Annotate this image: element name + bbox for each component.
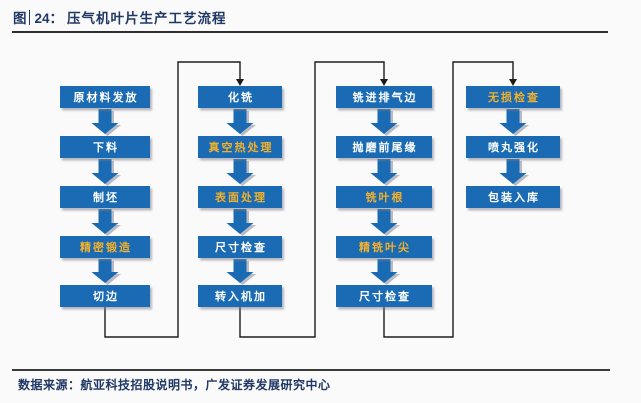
flow-step: 精铣叶尖 — [336, 236, 432, 258]
flow-step: 尺寸检查 — [198, 236, 282, 258]
down-arrow-icon — [499, 109, 527, 134]
down-arrow-icon — [91, 159, 119, 184]
flow-step: 包装入库 — [466, 186, 560, 208]
arrow-shadow — [94, 111, 121, 136]
down-arrow-icon — [226, 159, 254, 184]
flow-step: 下料 — [60, 136, 150, 158]
down-arrow-icon — [91, 109, 119, 134]
down-arrow-icon — [226, 209, 254, 234]
down-arrow-icon — [370, 109, 398, 134]
arrow-shadow — [229, 211, 256, 236]
flow-step: 铣进排气边 — [336, 86, 432, 108]
arrow-shadow — [94, 261, 121, 285]
down-arrow-icon — [370, 259, 398, 283]
footer-rule — [12, 369, 610, 371]
flow-step: 表面处理 — [198, 186, 282, 208]
flow-step: 抛磨前尾缘 — [336, 136, 432, 158]
arrow-shadow — [373, 161, 400, 186]
arrow-shadow — [229, 111, 256, 136]
arrow-shadow — [373, 261, 400, 285]
flow-step: 精密锻造 — [60, 236, 150, 258]
arrow-shadow — [373, 211, 400, 236]
connector-arrowhead-icon — [380, 79, 388, 86]
flow-step: 真空热处理 — [198, 136, 282, 158]
data-source: 数据来源：航亚科技招股说明书，广发证券发展研究中心 — [18, 376, 331, 393]
arrow-shadow — [502, 111, 529, 136]
down-arrow-icon — [499, 159, 527, 184]
source-label: 数据来源： — [18, 378, 81, 392]
arrow-shadow — [373, 111, 400, 136]
down-arrow-icon — [91, 209, 119, 234]
figure-number: 24： — [34, 11, 64, 26]
arrow-shadow — [229, 161, 256, 186]
flow-step: 切边 — [60, 285, 150, 307]
down-arrow-icon — [226, 259, 254, 283]
connector-arrowhead-icon — [236, 79, 244, 86]
arrow-shadow — [94, 211, 121, 236]
figure-label: 图 — [13, 11, 27, 26]
down-arrow-icon — [91, 259, 119, 283]
flow-step: 转入机加 — [198, 285, 282, 307]
title-underline — [12, 31, 608, 33]
arrow-shadow — [94, 161, 121, 186]
connector-arrowhead-icon — [509, 79, 517, 86]
figure-title-text: 压气机叶片生产工艺流程 — [67, 11, 227, 26]
down-arrow-icon — [370, 159, 398, 184]
flow-step: 铣叶根 — [336, 186, 432, 208]
arrow-shadow — [229, 261, 256, 285]
down-arrow-icon — [370, 209, 398, 234]
flow-step: 喷丸强化 — [466, 136, 560, 158]
flow-step: 化铣 — [198, 86, 282, 108]
arrow-shadow — [502, 161, 529, 186]
flow-step: 原材料发放 — [60, 86, 150, 108]
flow-step: 制坯 — [60, 186, 150, 208]
flow-step: 尺寸检查 — [336, 285, 432, 307]
down-arrow-icon — [226, 109, 254, 134]
flow-step: 无损检查 — [466, 86, 560, 108]
figure-title: 图 24： 压气机叶片生产工艺流程 — [13, 7, 227, 27]
title-divider — [28, 9, 30, 25]
source-text: 航亚科技招股说明书，广发证券发展研究中心 — [80, 378, 331, 392]
